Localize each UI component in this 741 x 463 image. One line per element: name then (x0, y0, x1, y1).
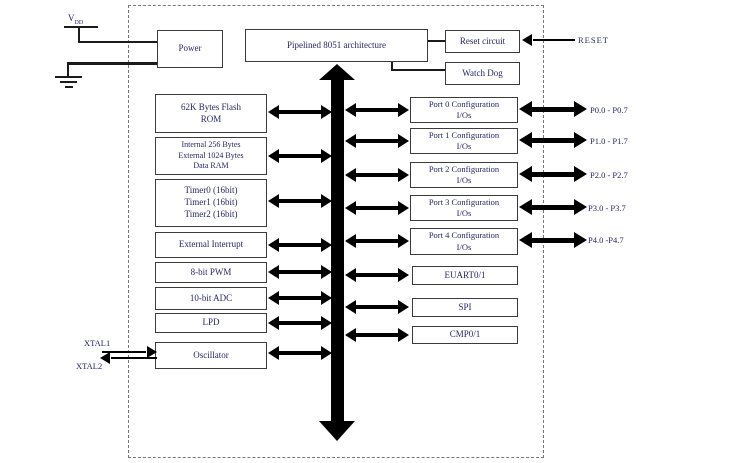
spi-block: SPI (412, 298, 518, 317)
ground-icon (55, 76, 82, 78)
xtal2-label: XTAL2 (76, 361, 103, 371)
port3-pin-arrow (519, 199, 587, 215)
port2-config-label: Port 2 Configuration I/Os (428, 163, 500, 185)
euart-block: EUART0/1 (412, 266, 518, 285)
reset-circuit-label: Reset circuit (459, 35, 506, 46)
xtal1-arrow (102, 346, 157, 358)
external-interrupt-label: External Interrupt (178, 239, 244, 250)
port3-config-block: Port 3 Configuration I/Os (410, 195, 518, 221)
cmp-bus-arrow (345, 328, 409, 342)
oscillator-bus-arrow (268, 346, 332, 360)
xtal1-label: XTAL1 (84, 338, 111, 348)
port2-pins-label: P2.0 - P2.7 (590, 170, 628, 180)
port4-bus-arrow (345, 234, 409, 248)
port0-pin-arrow (519, 101, 587, 117)
port3-pins-label: P3.0 - P3.7 (588, 203, 626, 213)
pwm-bus-arrow (268, 265, 332, 279)
timers-label: Timer0 (16bit) Timer1 (16bit) Timer2 (16… (184, 185, 238, 219)
watch-dog-label: Watch Dog (462, 67, 503, 78)
ground-icon (65, 86, 73, 88)
power-block: Power (157, 30, 223, 68)
port4-pin-arrow (519, 232, 587, 248)
port0-bus-arrow (345, 103, 409, 117)
port3-bus-arrow (345, 201, 409, 215)
port0-config-block: Port 0 Configuration I/Os (410, 97, 518, 123)
euart-label: EUART0/1 (444, 269, 486, 280)
spi-label: SPI (458, 301, 472, 312)
xtal2-arrow (100, 352, 157, 364)
chip-boundary (128, 5, 544, 458)
system-bus (331, 77, 344, 423)
vdd-to-power-wire (78, 41, 158, 43)
cmp-block: CMP0/1 (412, 326, 518, 344)
oscillator-label: Oscillator (193, 349, 229, 360)
ground-drop-wire (67, 62, 69, 76)
vdd-drop-wire (78, 26, 80, 43)
external-interrupt-block: External Interrupt (155, 232, 267, 258)
flash-rom-block: 62K Bytes Flash ROM (155, 94, 267, 133)
watch-dog-block: Watch Dog (445, 62, 520, 85)
adc-block: 10-bit ADC (155, 287, 267, 310)
port2-config-block: Port 2 Configuration I/Os (410, 162, 518, 188)
port1-pin-arrow (519, 132, 587, 148)
pipelined-to-reset-wire (428, 40, 445, 42)
port1-bus-arrow (345, 134, 409, 148)
timers-block: Timer0 (16bit) Timer1 (16bit) Timer2 (16… (155, 179, 267, 227)
port2-bus-arrow (345, 168, 409, 182)
reset-arrow (522, 34, 575, 46)
data-ram-label: Internal 256 Bytes External 1024 Bytes D… (178, 140, 244, 171)
interrupt-bus-arrow (268, 238, 332, 252)
lpd-label: LPD (202, 317, 220, 328)
vdd-rail-line (64, 26, 98, 28)
spi-bus-arrow (345, 300, 409, 314)
flash-bus-arrow (268, 105, 332, 119)
port0-pins-label: P0.0 - P0.7 (590, 105, 628, 115)
reset-signal-label: RESET (578, 35, 609, 45)
port1-config-block: Port 1 Configuration I/Os (410, 128, 518, 154)
pipelined-8051-label: Pipelined 8051 architecture (287, 39, 386, 50)
port3-config-label: Port 3 Configuration I/Os (428, 196, 500, 218)
vdd-label: VDD (68, 13, 84, 26)
cmp-label: CMP0/1 (449, 329, 481, 340)
ground-to-power-wire (67, 62, 158, 65)
port4-config-block: Port 4 Configuration I/Os (410, 228, 518, 255)
pipelined-to-watchdog-wire (391, 62, 393, 70)
data-ram-block: Internal 256 Bytes External 1024 Bytes D… (155, 137, 267, 175)
pipelined-to-watchdog-wire (391, 69, 445, 71)
bus-arrow-up (319, 64, 355, 80)
euart-bus-arrow (345, 268, 409, 282)
pwm-block: 8-bit PWM (155, 262, 267, 283)
ram-bus-arrow (268, 149, 332, 163)
power-block-label: Power (178, 43, 202, 54)
bus-arrow-down (319, 421, 355, 441)
pipelined-8051-block: Pipelined 8051 architecture (245, 29, 428, 62)
reset-circuit-block: Reset circuit (445, 30, 520, 53)
ground-icon (60, 81, 77, 83)
port4-config-label: Port 4 Configuration I/Os (428, 230, 500, 252)
adc-label: 10-bit ADC (189, 292, 233, 303)
port1-config-label: Port 1 Configuration I/Os (428, 129, 500, 151)
lpd-bus-arrow (268, 316, 332, 330)
adc-bus-arrow (268, 291, 332, 305)
port0-config-label: Port 0 Configuration I/Os (428, 98, 500, 120)
pwm-label: 8-bit PWM (190, 266, 232, 277)
port2-pin-arrow (519, 166, 587, 182)
port4-pins-label: P4.0 -P4.7 (588, 235, 624, 245)
port1-pins-label: P1.0 - P1.7 (590, 136, 628, 146)
flash-rom-label: 62K Bytes Flash ROM (180, 101, 241, 124)
timers-bus-arrow (268, 194, 332, 208)
oscillator-block: Oscillator (155, 342, 267, 369)
lpd-block: LPD (155, 313, 267, 333)
